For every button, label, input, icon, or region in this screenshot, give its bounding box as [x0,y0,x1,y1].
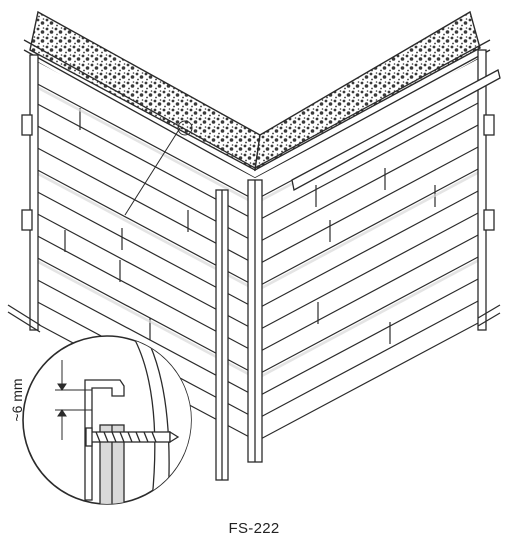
right-frame [291,49,501,331]
corner-trim [215,179,263,481]
insulation-top [29,10,481,172]
gap-dimension-label: ~6 mm [9,378,25,422]
leader-line [124,120,193,216]
dimension-marks [55,360,92,440]
screw-icon [85,427,180,447]
part-code-label: FS-222 [228,520,280,537]
right-wall [255,58,480,462]
left-wall [30,58,255,462]
left-frame [7,54,41,333]
